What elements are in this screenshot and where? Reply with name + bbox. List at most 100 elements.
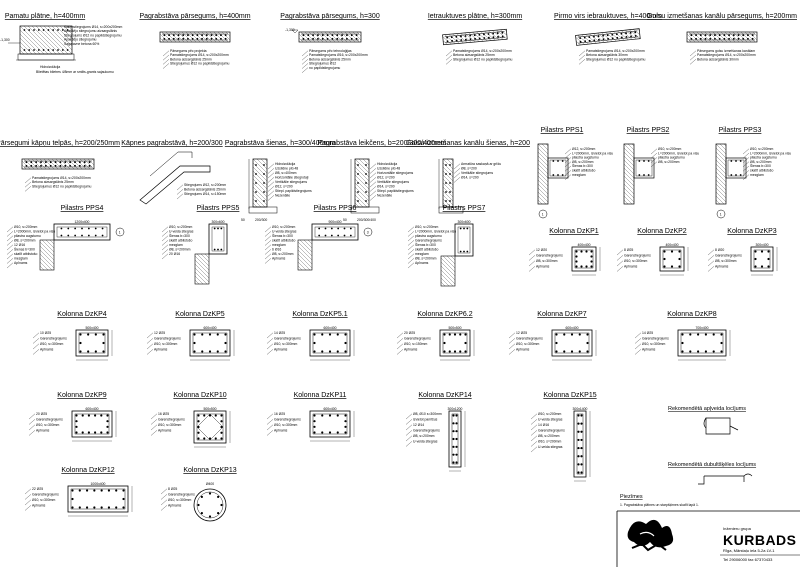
hatch-line: [700, 31, 712, 43]
rebar-label: izvietot pamīšus: [413, 418, 438, 422]
rebar-dot: [593, 35, 595, 38]
leader-line: [32, 349, 40, 355]
rebar-label: Apakšējo stiegrojumu: [64, 38, 97, 42]
rebar-dot: [35, 161, 38, 164]
leader-line: [528, 260, 536, 267]
leader-line: [150, 413, 158, 420]
column-outline: [448, 410, 462, 468]
leader-line: [616, 249, 624, 256]
detail-title: Pilastrs PPS5: [197, 205, 240, 212]
hatch-line: [537, 143, 549, 155]
rebar-label: L=2000mm, izvietot pa visu: [658, 151, 699, 155]
rebar-dot: [217, 248, 219, 251]
leader-line: [28, 424, 36, 431]
rebar-label: pilastra augstumu: [750, 156, 777, 160]
rebar-label: Apīnams: [168, 504, 182, 508]
hatch-line: [67, 25, 73, 31]
rebar-dot: [695, 34, 697, 37]
rebar-dot: [307, 34, 310, 37]
rebar-dot: [23, 29, 26, 31]
rebar-label: 8 Ø20: [715, 248, 724, 252]
hatch-line: [545, 143, 549, 147]
hatch-line: [27, 158, 39, 170]
rebar-label: Ø10, s=200mm: [415, 225, 438, 229]
hatch-line: [297, 261, 307, 271]
hatch-line: [196, 253, 210, 267]
rebar-label: Ø8, s=200mm: [572, 160, 594, 164]
rebar-dot: [94, 234, 97, 237]
leader-line: [266, 424, 274, 431]
hatch-line: [87, 158, 95, 166]
leader-line: [162, 54, 170, 61]
rebar-label: Hidroizolācija: [40, 65, 60, 69]
axis-bubble: 1: [542, 213, 544, 217]
hatch-line: [316, 31, 328, 43]
hatch-line: [585, 34, 597, 44]
hatch-line: [623, 163, 635, 175]
rebar-dot: [597, 35, 600, 38]
stamp-company: KURBADS: [723, 532, 797, 548]
leader-line: [508, 349, 516, 355]
leader-line: [396, 349, 404, 355]
hatch-line: [537, 159, 549, 171]
rebar-label: L=2000mm, izvietot pa visu: [415, 230, 456, 234]
dimension: 1000x400: [91, 482, 106, 486]
rebar-label: Garenstiegrojums Ø14, s=200x200mm: [64, 25, 123, 29]
rebar-label: 16 Ø25: [274, 412, 285, 416]
rebar-label: 12 Ø25: [516, 331, 527, 335]
hatch-line: [79, 158, 91, 170]
rebar-dot: [634, 35, 637, 37]
rebar-label: Šienas b=300: [415, 242, 436, 247]
hatch-line: [442, 198, 452, 208]
hatch-line: [19, 33, 41, 55]
rebar-dot: [350, 34, 353, 37]
rebar-dot: [196, 34, 199, 37]
hatch-line: [623, 147, 635, 159]
rebar-dot: [501, 31, 504, 34]
rebar-label: Stiegrojumus Ø12 no papildstiegrojumu: [170, 62, 229, 66]
rebar-label: Stiegrojumus Ø12: [309, 62, 336, 66]
rebar-dot: [561, 174, 564, 176]
hatch-line: [300, 31, 312, 43]
leader-line: [405, 424, 413, 431]
hatch-line: [692, 31, 704, 43]
hatch-line: [504, 29, 507, 32]
notes-block: Piezīmes 1. Pagrabstāva plātnes un starp…: [620, 494, 699, 507]
hatch-line: [200, 253, 210, 263]
hatch-line: [27, 25, 57, 55]
hatch-line: [623, 155, 635, 167]
rebar-label: Ø8, s=200mm: [413, 434, 435, 438]
hatch-line: [623, 195, 633, 205]
column-outline: [71, 410, 113, 438]
leader-line: [407, 235, 415, 242]
leader-line: [530, 435, 538, 442]
hatch-line: [537, 195, 547, 205]
leader-line: [266, 338, 274, 344]
leader-line: [176, 193, 184, 200]
rebar-dot: [191, 34, 194, 37]
leader-line: [407, 244, 415, 251]
hatch-line: [623, 159, 635, 171]
hatch-line: [715, 143, 727, 155]
hatch-line: [297, 265, 303, 271]
rebar-label: Ø10, s=200mm: [169, 225, 192, 229]
rebar-dot: [28, 49, 31, 51]
hatch-line: [715, 151, 727, 163]
hatch-line: [252, 166, 268, 182]
rebar-dot: [634, 31, 637, 34]
rebar-dot: [350, 37, 353, 40]
rebar-label: Garenstiegrojums: [168, 493, 195, 497]
hatch-line: [19, 37, 37, 55]
rebar-label: Hidroizolācija: [377, 162, 397, 166]
rebar-label: Apīnams: [624, 265, 638, 269]
leader-line: [528, 255, 536, 261]
rebar-dot: [312, 34, 314, 37]
leader-line: [28, 430, 36, 436]
rebar-label: mezglam: [572, 173, 586, 177]
